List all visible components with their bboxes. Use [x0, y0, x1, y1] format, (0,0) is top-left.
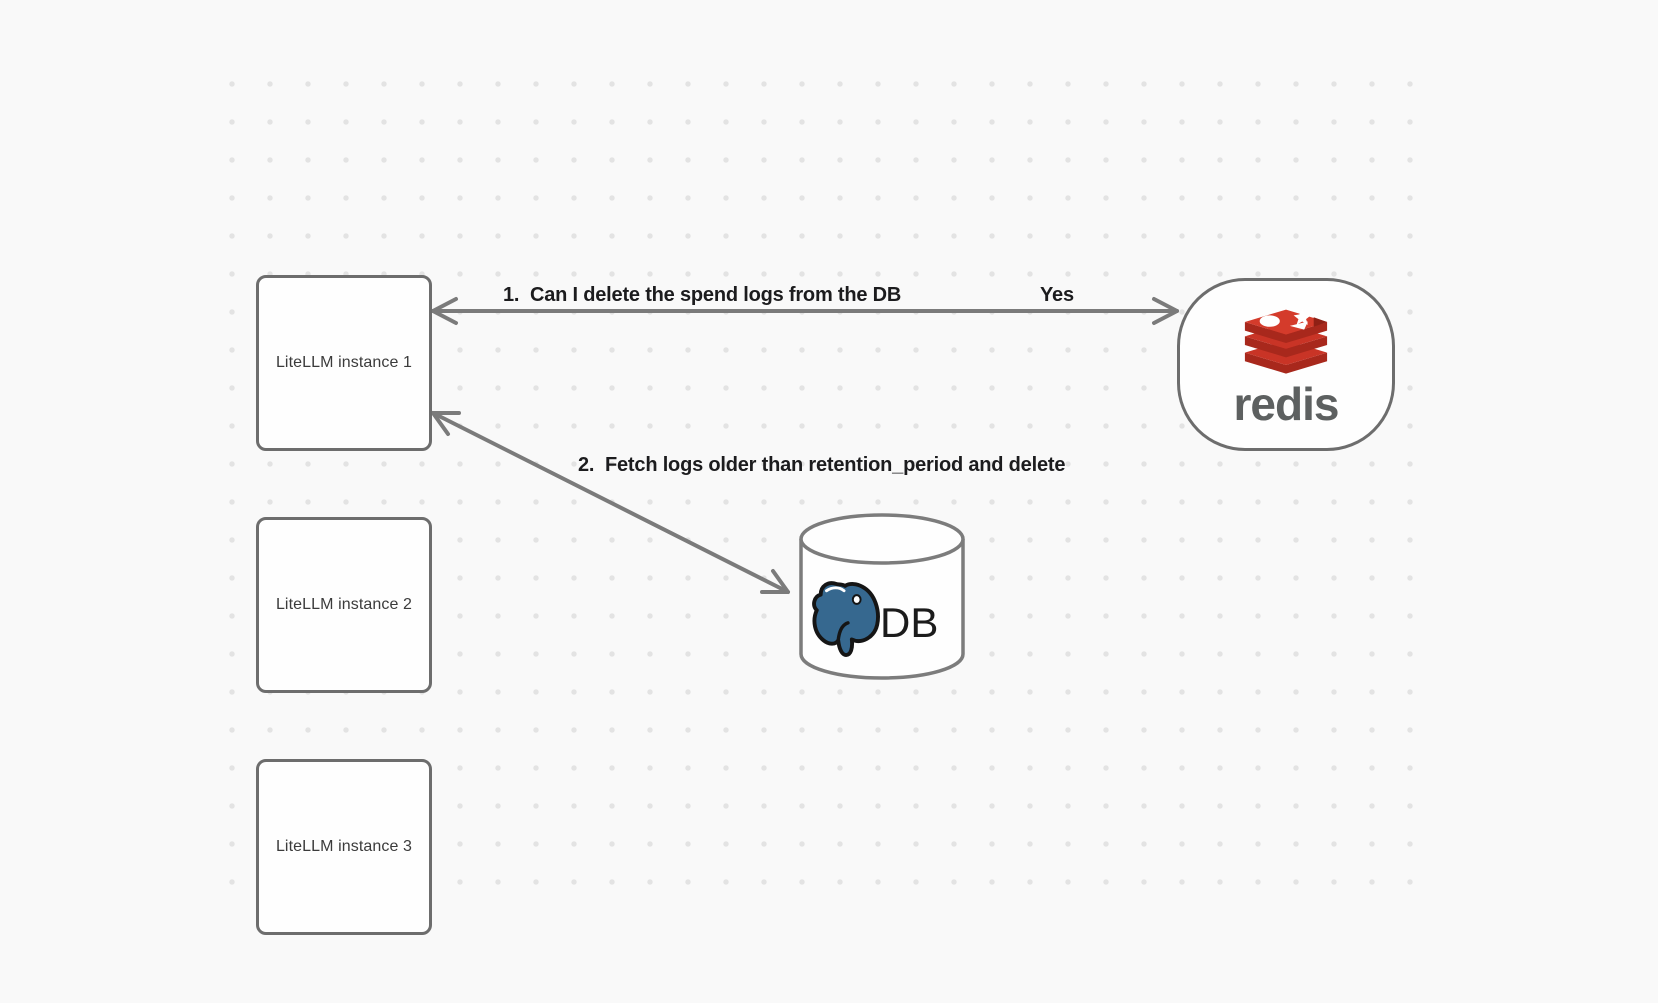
- arrow-2-label: 2. Fetch logs older than retention_perio…: [578, 454, 1066, 476]
- arrow-1: [431, 297, 1179, 325]
- litellm-instance-2-node: LiteLLM instance 2: [256, 517, 432, 693]
- redis-wordmark: redis: [1233, 378, 1340, 430]
- litellm-instance-3-node: LiteLLM instance 3: [256, 759, 432, 935]
- redis-logo-icon: [1244, 308, 1328, 374]
- litellm-instance-3-label: LiteLLM instance 3: [275, 838, 413, 855]
- postgresql-elephant-icon: [812, 581, 880, 657]
- arrow-1-label: 1. Can I delete the spend logs from the …: [503, 284, 902, 306]
- litellm-instance-1-label: LiteLLM instance 1: [275, 354, 413, 371]
- database-node: DB: [797, 511, 967, 683]
- arrow-2: [431, 411, 790, 594]
- redis-node: redis: [1177, 278, 1395, 451]
- litellm-instance-1-node: LiteLLM instance 1: [256, 275, 432, 451]
- database-label: DB: [880, 599, 939, 646]
- arrow-1-response-label: Yes: [1040, 284, 1074, 306]
- litellm-instance-2-label: LiteLLM instance 2: [275, 596, 413, 613]
